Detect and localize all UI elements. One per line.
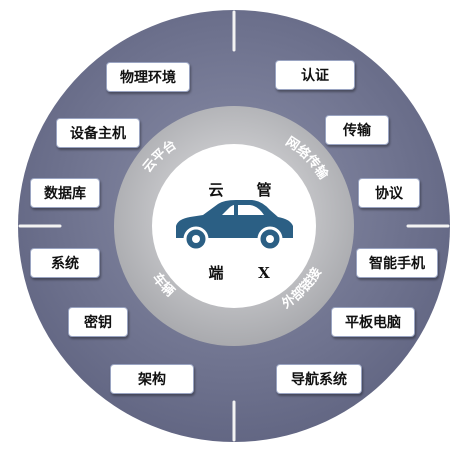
car-window-rear: [222, 205, 234, 215]
inner-label-end: 端: [208, 264, 223, 282]
car-window-front: [238, 205, 264, 215]
box-transmission: 传输: [325, 115, 389, 145]
box-system: 系统: [30, 248, 100, 278]
box-key: 密钥: [68, 307, 128, 337]
box-database: 数据库: [30, 178, 100, 208]
box-device-host: 设备主机: [56, 118, 140, 148]
car-icon: [176, 200, 293, 252]
box-navigation-system: 导航系统: [276, 364, 362, 394]
inner-label-cloud: 云: [208, 181, 223, 199]
car-hub-front: [192, 235, 200, 243]
inner-label-x: X: [258, 264, 270, 282]
box-authentication: 认证: [275, 60, 355, 90]
box-physical-environment: 物理环境: [106, 62, 190, 92]
box-protocol: 协议: [358, 178, 420, 208]
box-smartphone: 智能手机: [356, 248, 438, 278]
inner-labels: 云 管 端 X: [208, 181, 271, 282]
inner-label-pipe: 管: [256, 181, 271, 199]
car-hub-rear: [266, 235, 274, 243]
box-tablet: 平板电脑: [331, 307, 415, 337]
box-architecture: 架构: [110, 364, 194, 394]
ring-dividers: [18, 10, 450, 442]
